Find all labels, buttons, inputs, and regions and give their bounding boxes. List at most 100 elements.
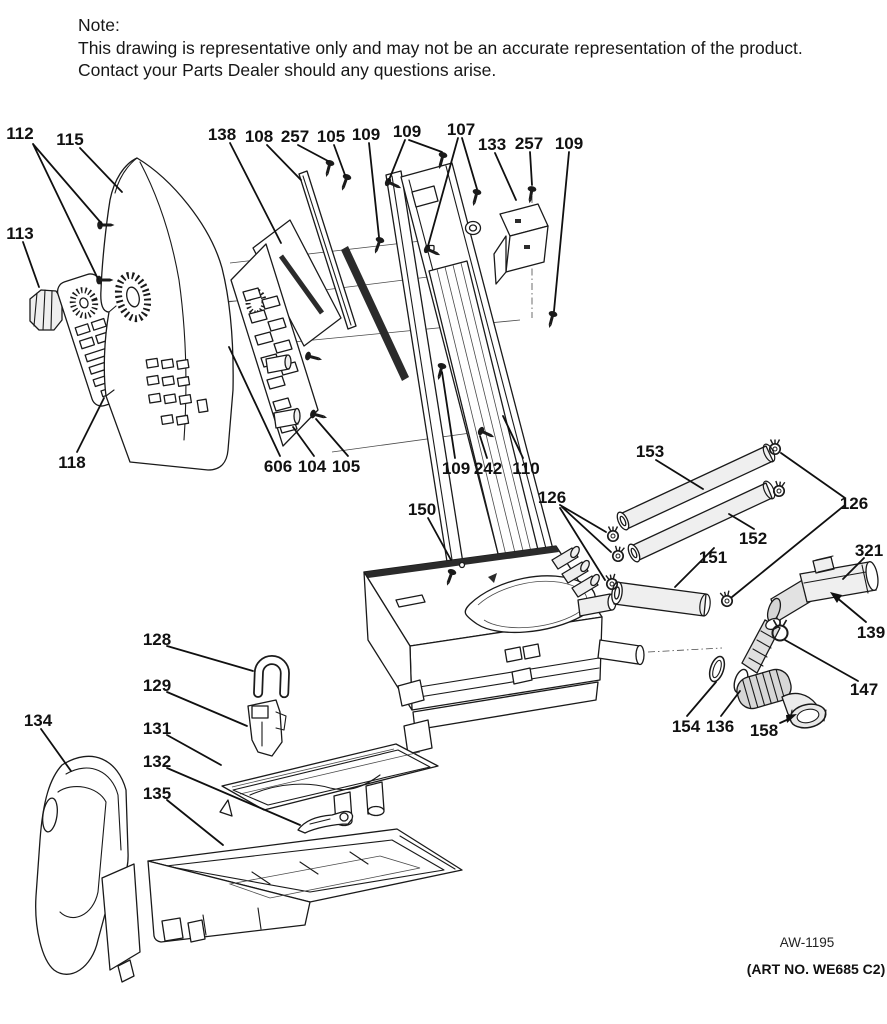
- hose-long-lower: [627, 480, 776, 563]
- callout-105-2: 105: [332, 457, 360, 476]
- callout-133: 133: [478, 135, 506, 154]
- leader-136: [720, 690, 741, 717]
- callout-153: 153: [636, 442, 664, 461]
- dispenser-module: [363, 545, 645, 755]
- fill-hose: [708, 617, 827, 729]
- trim-strip: [298, 170, 357, 330]
- leader-133: [494, 152, 517, 201]
- leader-109-3: [553, 151, 570, 312]
- leader-257-1: [297, 144, 329, 162]
- leader-138: [229, 142, 282, 244]
- hose-clamp: [604, 572, 619, 591]
- drawer-front: [35, 755, 141, 983]
- screw-icon: [309, 409, 329, 423]
- leader-132: [166, 767, 301, 826]
- leader-129: [166, 691, 248, 727]
- leader-242: [479, 435, 488, 459]
- leader-105-1: [333, 144, 346, 176]
- callout-109-4: 109: [442, 459, 470, 478]
- leader-606: [228, 346, 281, 457]
- leader-257-2: [529, 151, 533, 186]
- callout-132: 132: [143, 752, 171, 771]
- hose-clamp: [718, 589, 735, 609]
- tray-lever: [297, 810, 354, 834]
- callout-113: 113: [6, 224, 33, 243]
- callout-126-left: 126: [538, 488, 566, 507]
- callout-129: 129: [143, 676, 171, 695]
- screw-icon: [468, 188, 482, 208]
- note-line-2: Contact your Parts Dealer should any que…: [78, 60, 497, 80]
- callout-147: 147: [850, 680, 878, 699]
- callout-321: 321: [855, 541, 883, 560]
- leader-150: [427, 517, 452, 561]
- callout-110: 110: [512, 459, 539, 478]
- callout-158: 158: [750, 721, 778, 740]
- callout-109-3: 109: [555, 134, 583, 153]
- dispenser-tray: [219, 743, 439, 827]
- leader-147: [784, 639, 859, 682]
- knob: [29, 289, 63, 331]
- leader-151: [674, 547, 715, 588]
- callout-257-2: 257: [515, 134, 543, 153]
- callout-134: 134: [24, 711, 53, 730]
- callout-104: 104: [298, 457, 327, 476]
- leader-152: [728, 513, 755, 530]
- callout-138: 138: [208, 125, 236, 144]
- note-line-1: This drawing is representative only and …: [78, 37, 803, 58]
- leader-134: [40, 728, 72, 772]
- callout-107: 107: [447, 120, 475, 139]
- callout-109-2: 109: [393, 122, 421, 141]
- hose-clamp: [768, 438, 782, 456]
- hose-clamp: [610, 544, 626, 564]
- screw-icon: [544, 310, 558, 330]
- leader-lines: [22, 137, 867, 846]
- leader-109-4: [441, 371, 456, 459]
- leader-109-1: [368, 142, 380, 238]
- drawing-code: AW-1195: [780, 935, 835, 950]
- leader-109-2: [388, 139, 443, 181]
- leader-128: [166, 645, 254, 672]
- hose-clamp: [772, 480, 787, 498]
- callout-139: 139: [857, 623, 885, 642]
- callout-151: 151: [699, 548, 727, 567]
- leader-104: [292, 426, 315, 457]
- leader-118: [76, 397, 105, 453]
- drawer-body: [147, 828, 463, 943]
- control-panel: [100, 157, 234, 471]
- inlet-nozzle: [766, 555, 879, 623]
- siphon-cap: [247, 699, 287, 757]
- leader-126-left: [559, 504, 612, 581]
- callout-109-1: 109: [352, 125, 380, 144]
- leader-153: [655, 459, 704, 490]
- hose-clamp: [606, 525, 620, 543]
- leader-107: [427, 137, 478, 247]
- callout-606: 606: [264, 457, 292, 476]
- note-block: Note: This drawing is representative onl…: [78, 14, 803, 82]
- hose-long-upper: [616, 443, 776, 531]
- leader-154: [686, 681, 717, 717]
- callout-152: 152: [739, 529, 767, 548]
- callout-136: 136: [706, 717, 734, 736]
- art-number: (ART NO. WE685 C2): [747, 961, 885, 977]
- callout-128: 128: [143, 630, 171, 649]
- callout-150: 150: [408, 500, 436, 519]
- callout-112: 112: [6, 124, 33, 143]
- leader-108: [266, 144, 302, 181]
- hose-short: [611, 581, 711, 617]
- leader-135: [166, 799, 224, 846]
- leader-139: [835, 596, 867, 623]
- screw-icon: [304, 351, 324, 365]
- screw-icon: [321, 159, 335, 179]
- screw-icon: [525, 185, 537, 205]
- note-title: Note:: [78, 15, 120, 35]
- leader-126-right: [731, 452, 846, 598]
- top-bracket: [493, 203, 549, 285]
- leader-158-arrowhead: [786, 714, 797, 723]
- callout-135: 135: [143, 784, 171, 803]
- leader-105-2: [315, 418, 349, 457]
- callout-118: 118: [58, 453, 85, 472]
- leader-131: [166, 734, 222, 766]
- leader-113: [22, 241, 40, 288]
